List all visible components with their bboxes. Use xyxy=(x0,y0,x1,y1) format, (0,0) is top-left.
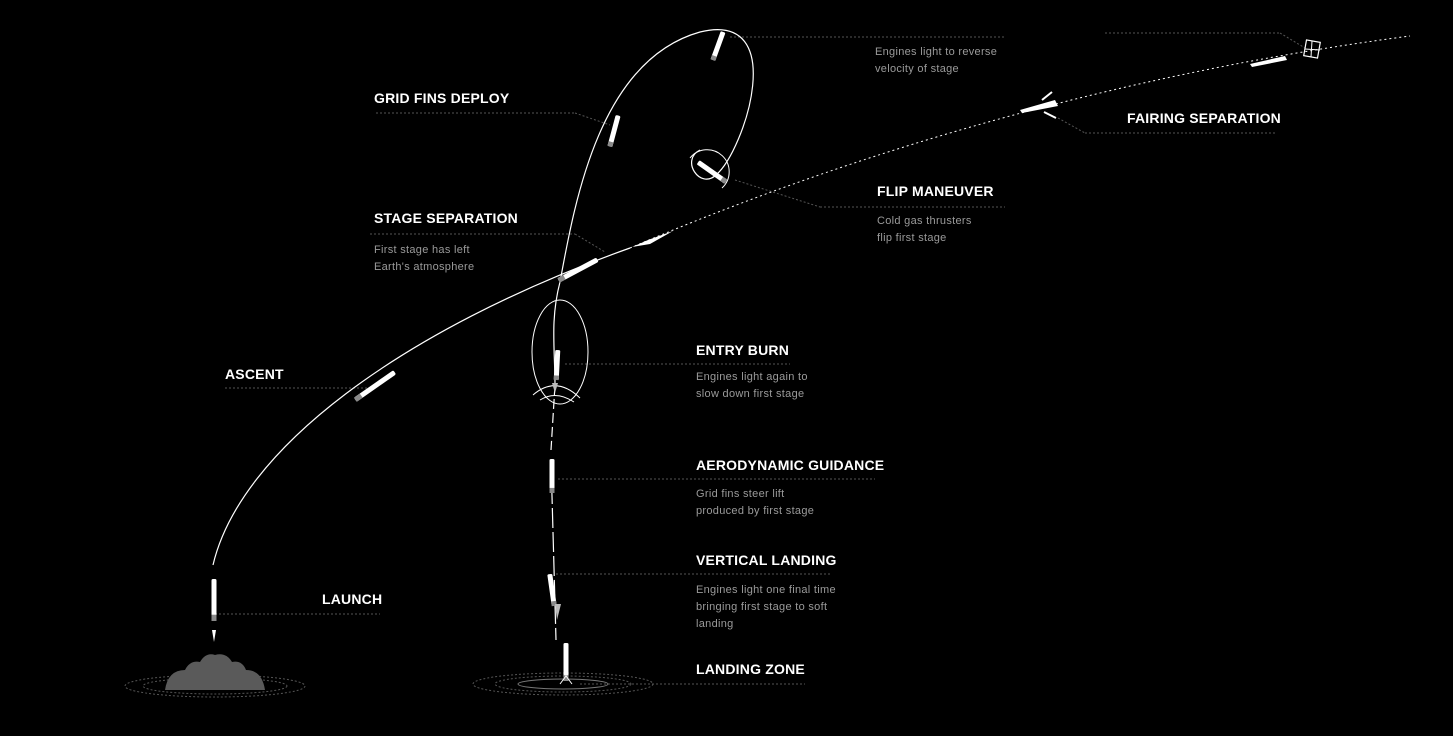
flip-maneuver-label: FLIP MANEUVER xyxy=(877,183,994,199)
launch-smoke xyxy=(165,654,265,690)
leader-lines xyxy=(215,32,1306,685)
launch-pad xyxy=(124,579,306,698)
boostback-desc: Engines light to reverse velocity of sta… xyxy=(875,46,998,75)
vertical-landing-label: VERTICAL LANDING xyxy=(696,552,837,568)
fairing-separation-label: FAIRING SEPARATION xyxy=(1127,110,1281,126)
landing-zone-pad xyxy=(472,643,654,696)
aerodynamic-guidance-desc: Grid fins steer lift produced by first s… xyxy=(696,488,815,517)
vertical-landing-desc: Engines light one final time bringing fi… xyxy=(696,584,836,630)
stage-separation-label: STAGE SEPARATION xyxy=(374,210,518,226)
aerodynamic-guidance-label: AERODYNAMIC GUIDANCE xyxy=(696,457,885,473)
second-stage-path xyxy=(629,35,1411,249)
grid-fins-deploy-label: GRID FINS DEPLOY xyxy=(374,90,510,106)
rockets xyxy=(353,31,1321,620)
first-stage-path xyxy=(212,29,754,641)
launch-label: LAUNCH xyxy=(322,591,383,607)
flip-maneuver-desc: Cold gas thrusters flip first stage xyxy=(877,215,972,244)
entry-burn-label: ENTRY BURN xyxy=(696,342,790,358)
landing-zone-label: LANDING ZONE xyxy=(696,661,805,677)
stage-separation-desc: First stage has left Earth's atmosphere xyxy=(374,244,475,273)
ascent-label: ASCENT xyxy=(225,366,284,382)
entry-burn-desc: Engines light again to slow down first s… xyxy=(696,371,808,400)
